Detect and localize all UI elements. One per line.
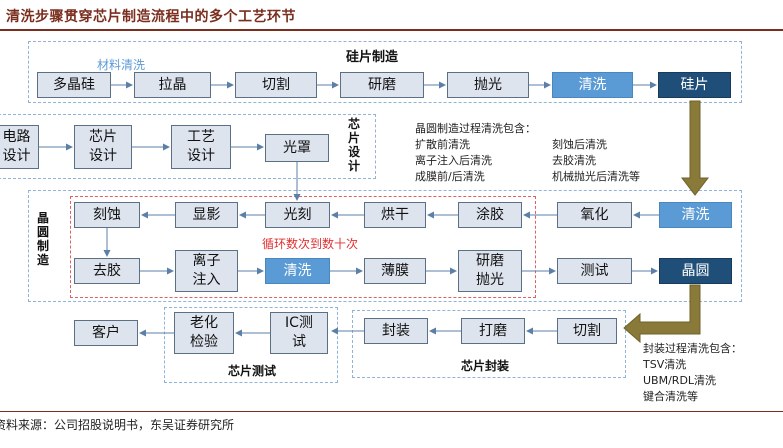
pack-group-label: 芯片封装 — [461, 359, 510, 373]
step-oxidation: 氧化 — [557, 202, 632, 228]
step-wafer-cleaning-1: 清洗 — [659, 202, 732, 228]
step-customer: 客户 — [74, 320, 138, 346]
step-slicing: 切割 — [235, 72, 317, 98]
pack-note-item: UBM/RDL清洗 — [643, 374, 717, 387]
step-lithography: 光刻 — [265, 202, 330, 228]
footer-rule — [0, 411, 783, 412]
pack-note-heading: 封装过程清洗包含： — [643, 342, 742, 355]
step-silicon-cleaning: 清洗 — [552, 72, 633, 98]
design-group-label: 芯片设计 — [347, 117, 360, 173]
loop-note: 循环数次到数十次 — [262, 237, 359, 251]
step-bake: 烘干 — [364, 202, 426, 228]
test-group — [164, 307, 338, 383]
pack-note-item: 键合清洗等 — [643, 390, 698, 403]
page-title: 清洗步骤贯穿芯片制造流程中的多个工艺环节 — [6, 9, 296, 25]
step-process-design: 工艺设计 — [171, 125, 231, 169]
step-crystal-pulling: 拉晶 — [134, 72, 211, 98]
step-polysilicon: 多晶硅 — [37, 72, 111, 98]
wafer-group-label: 晶圆制造 — [36, 211, 49, 267]
step-silicon-wafer: 硅片 — [658, 72, 731, 98]
step-chip-design: 芯片设计 — [74, 125, 132, 169]
step-photomask: 光罩 — [265, 134, 329, 162]
loop-group — [70, 196, 536, 298]
wafer-note-item: 去胶清洗 — [552, 154, 596, 167]
step-grinding: 打磨 — [461, 318, 525, 344]
step-ic-test: IC测试 — [270, 312, 328, 354]
step-circuit-design: 电路设计 — [0, 125, 39, 169]
step-cmp: 研磨抛光 — [458, 250, 522, 292]
wafer-note-item: 刻蚀后清洗 — [552, 138, 607, 151]
step-burn-in: 老化检验 — [174, 312, 234, 354]
wafer-note-heading: 晶圆制造过程清洗包含： — [415, 122, 536, 135]
step-strip: 去胶 — [74, 258, 140, 284]
wafer-note-item: 机械抛光后清洗等 — [552, 170, 640, 183]
material-clean-label: 材料清洗 — [97, 58, 146, 72]
source-note: 资料来源：公司招股说明书，东吴证券研究所 — [0, 418, 235, 432]
pack-note-item: TSV清洗 — [643, 358, 687, 371]
wafer-group — [28, 190, 742, 302]
design-group — [0, 114, 376, 179]
big-arrow-silicon-to-wafer — [680, 100, 710, 196]
step-develop: 显影 — [175, 202, 238, 228]
step-thin-film: 薄膜 — [364, 258, 426, 284]
step-wafer: 晶圆 — [659, 258, 732, 284]
title-rule — [0, 29, 783, 31]
wafer-note-item: 扩散前清洗 — [415, 138, 470, 151]
test-group-label: 芯片测试 — [228, 364, 277, 378]
wafer-cleaning-note: 晶圆制造过程清洗包含： 扩散前清洗 离子注入后清洗 成膜前/后清洗 刻蚀后清洗 … — [415, 121, 685, 185]
step-ion-implant: 离子注入 — [175, 250, 238, 292]
silicon-group — [28, 41, 742, 103]
step-lapping: 研磨 — [340, 72, 424, 98]
step-coat: 涂胶 — [458, 202, 522, 228]
step-dicing: 切割 — [557, 318, 617, 344]
step-etch: 刻蚀 — [74, 202, 140, 228]
silicon-group-label: 硅片制造 — [346, 50, 399, 65]
step-wafer-cleaning-2: 清洗 — [265, 258, 330, 284]
step-polishing: 抛光 — [447, 72, 529, 98]
pack-group — [352, 310, 626, 378]
wafer-note-item: 成膜前/后清洗 — [415, 170, 485, 183]
step-packaging: 封装 — [364, 318, 428, 344]
wafer-note-item: 离子注入后清洗 — [415, 154, 492, 167]
step-wafer-test: 测试 — [557, 258, 632, 284]
packaging-cleaning-note: 封装过程清洗包含： TSV清洗 UBM/RDL清洗 键合清洗等 — [643, 341, 783, 405]
big-arrow-wafer-to-pack — [623, 284, 701, 344]
